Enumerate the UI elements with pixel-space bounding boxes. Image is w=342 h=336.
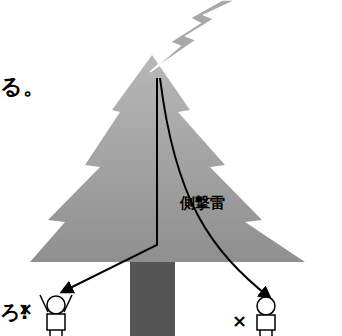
person-left [40, 295, 72, 336]
tree-crown [30, 55, 305, 262]
text-fragment: る。 [0, 76, 45, 98]
lightning-bolt [150, 0, 236, 72]
person-right [257, 297, 275, 336]
cross-mark: × [232, 312, 247, 330]
side-strike-path [160, 78, 270, 298]
text-fragment: ろ! [0, 302, 29, 322]
tree-trunk [130, 250, 175, 336]
strike-label: 側撃雷 [180, 196, 225, 211]
side-strike-path [62, 78, 157, 292]
